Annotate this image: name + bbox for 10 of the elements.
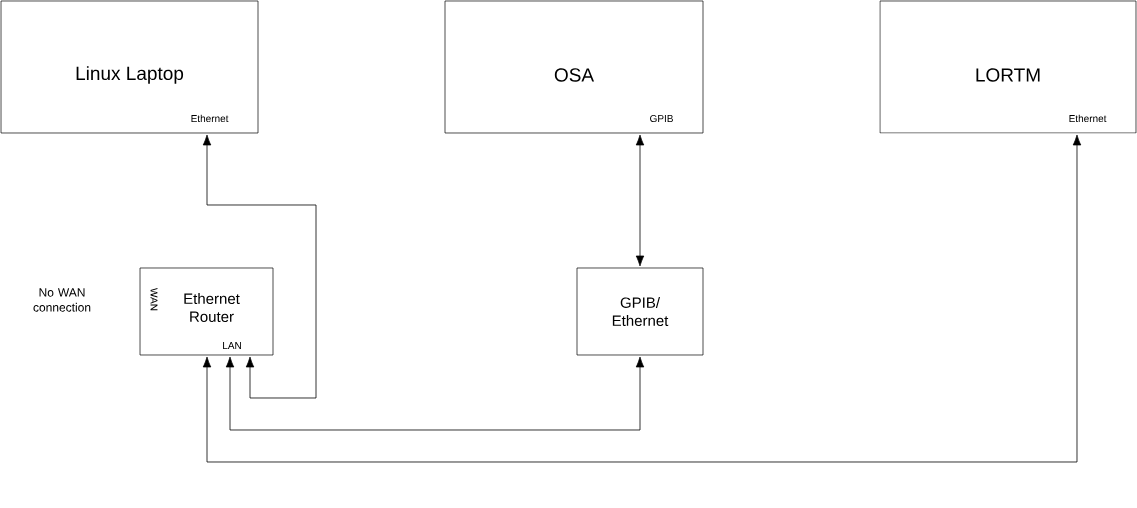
device-box: Ethernet Router WAN LAN	[139, 267, 274, 356]
device-box: OSA GPIB	[444, 0, 704, 134]
device-box: Linux Laptop Ethernet	[0, 0, 259, 134]
connector-arrow	[202, 134, 317, 399]
device-box: LORTM Ethernet	[879, 0, 1137, 134]
connector-arrow	[202, 134, 1082, 463]
device-box: GPIB/ Ethernet	[576, 267, 704, 356]
note-text: No WAN connection	[33, 288, 91, 312]
connector-arrow	[225, 356, 645, 431]
connector-arrow	[635, 134, 645, 267]
